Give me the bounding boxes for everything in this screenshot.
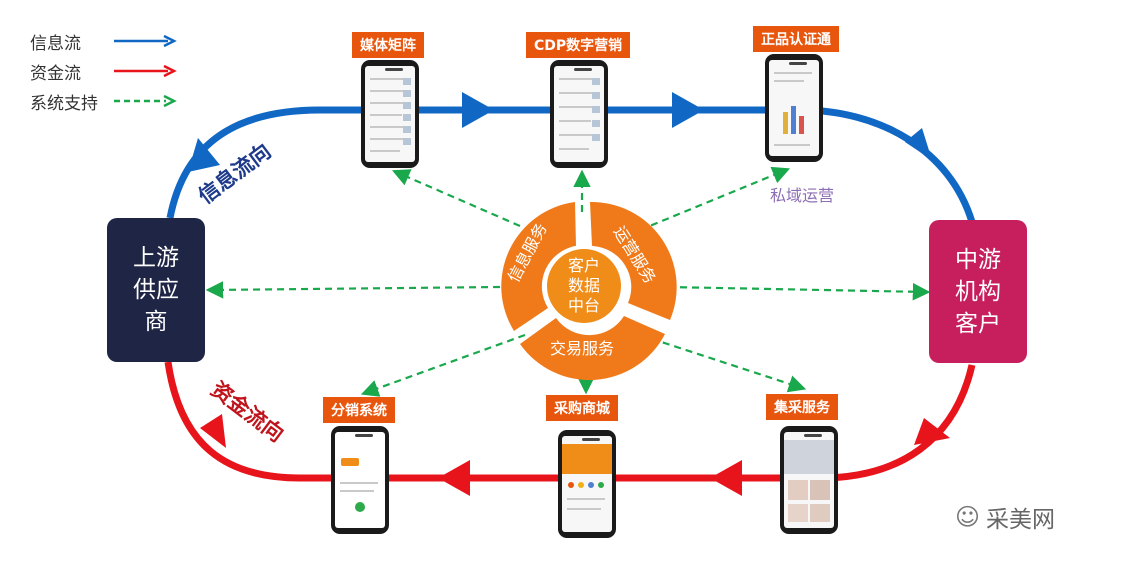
support-arrow-group (639, 333, 807, 393)
upstream-line-2: 供应 (133, 277, 179, 303)
support-arrows (205, 166, 931, 397)
phone-group-purchase (780, 426, 838, 534)
info-arrow-right (905, 128, 932, 160)
phone-media-matrix (361, 60, 419, 168)
hub-segment-info (501, 202, 576, 331)
support-arrow-upstream (205, 281, 501, 299)
hub-trade-service-label: 交易服务 (550, 339, 615, 358)
support-arrow-midstream (667, 282, 931, 301)
tag-media-matrix: 媒体矩阵 (352, 32, 424, 58)
upstream-supplier-box: 上游 供应 商 (107, 218, 205, 362)
midstream-line-1: 中游 (955, 246, 1001, 273)
info-arrow-2 (672, 92, 704, 128)
info-arrow-1 (462, 92, 494, 128)
legend-fund-line (114, 64, 177, 78)
phone-cdp-marketing (550, 60, 608, 168)
hub-core-text: 客户 数据 中台 (548, 250, 620, 322)
tag-authenticity: 正品认证通 (753, 26, 839, 52)
midstream-line-3: 客户 (955, 310, 1001, 337)
hub-segment-ops (590, 201, 677, 320)
fund-arrow-2 (438, 460, 470, 496)
legend-fund-label: 资金流 (30, 64, 81, 84)
tag-purchase-mall: 采购商城 (546, 395, 618, 421)
hub-core-line-3: 中台 (567, 296, 600, 315)
center-hub (501, 201, 677, 381)
phone-authenticity (765, 54, 823, 162)
midstream-line-2: 机构 (955, 278, 1001, 305)
fund-arrow-1 (710, 460, 742, 496)
fund-arrow-right (914, 418, 950, 445)
tag-group-purchase: 集采服务 (766, 394, 838, 420)
watermark-text: 采美网 (986, 507, 1056, 533)
phone-purchase-mall (558, 430, 616, 538)
watermark: ☺ 采美网 (955, 500, 1055, 534)
hub-core-line-1: 客户 (567, 256, 600, 275)
midstream-client-box: 中游 机构 客户 (929, 220, 1027, 363)
fund-arrow-left (200, 414, 226, 448)
hub-core-line-2: 数据 (567, 276, 600, 295)
legend-info-label: 信息流 (30, 34, 81, 54)
support-arrow-media (391, 169, 521, 228)
tag-cdp-marketing: CDP数字营销 (526, 32, 631, 58)
hub-core (547, 249, 621, 323)
legend-support-label: 系统支持 (30, 94, 98, 114)
private-domain-label: 私域运营 (770, 186, 835, 205)
legend-info-line (114, 34, 177, 48)
upstream-line-1: 上游 (133, 245, 179, 271)
support-arrow-distribution (360, 333, 526, 397)
info-arrow-left (188, 138, 220, 172)
phone-distribution (331, 426, 389, 534)
legend-support-line (114, 94, 177, 108)
upstream-line-3: 商 (144, 309, 168, 335)
wechat-icon: ☺ (955, 503, 981, 531)
support-arrow-auth (639, 166, 791, 232)
tag-distribution: 分销系统 (323, 397, 395, 423)
hub-segment-trade (520, 316, 665, 381)
